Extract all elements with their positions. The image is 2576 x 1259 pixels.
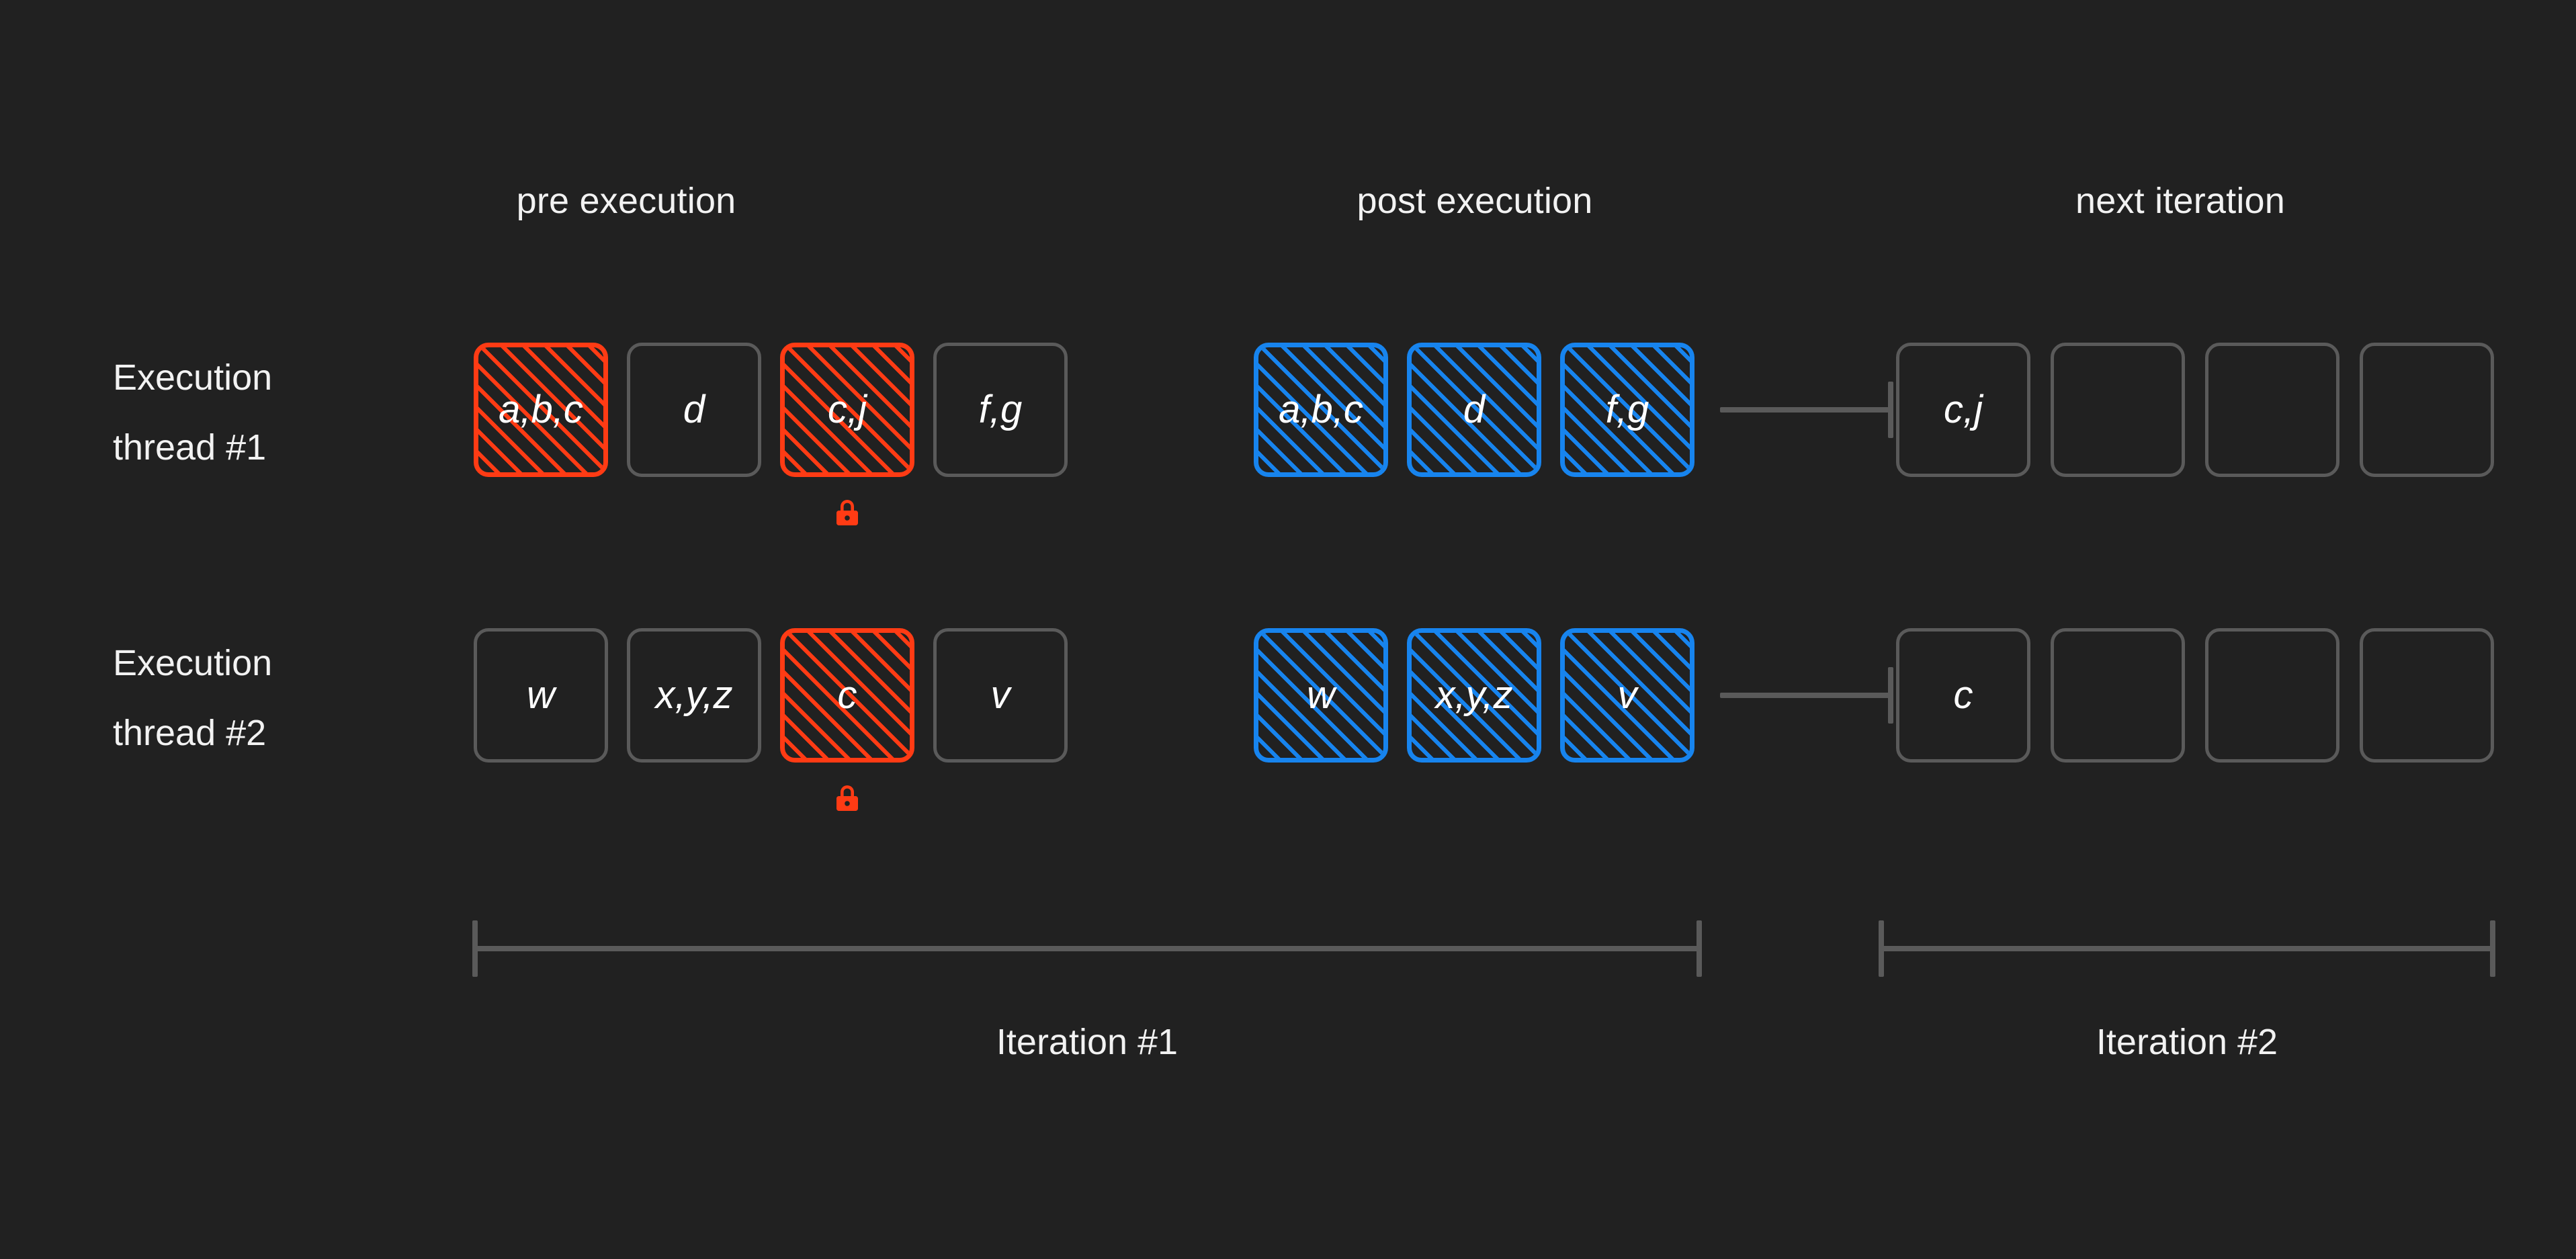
cell-thread2-pre-1[interactable]: x,y,z <box>627 628 761 763</box>
cell-thread1-next-1[interactable] <box>2051 343 2185 477</box>
cell-thread1-pre-2[interactable]: c,j <box>780 343 914 477</box>
bracket-line <box>1879 946 2495 951</box>
cell-label: x,y,z <box>1435 673 1513 717</box>
cell-label: a,b,c <box>499 388 583 431</box>
cell-label: v <box>1617 673 1637 717</box>
cell-thread1-next-0[interactable]: c,j <box>1896 343 2030 477</box>
lock-closed-icon <box>831 497 863 529</box>
cell-thread1-pre-1[interactable]: d <box>627 343 761 477</box>
connector-thread1 <box>1720 382 1893 438</box>
column-header-pre-execution: pre execution <box>516 181 736 221</box>
cell-label: w <box>1307 673 1335 717</box>
cell-thread2-post-1[interactable]: x,y,z <box>1407 628 1541 763</box>
cell-label: c,j <box>828 388 867 431</box>
connector-line <box>1720 407 1893 413</box>
row-label-thread-2-line1: Execution <box>113 643 273 683</box>
cell-thread1-next-3[interactable] <box>2360 343 2494 477</box>
cell-thread2-post-0[interactable]: w <box>1254 628 1388 763</box>
cell-label: c,j <box>1944 388 1983 431</box>
cell-thread2-pre-0[interactable]: w <box>474 628 608 763</box>
row-label-thread-1-line1: Execution <box>113 357 273 398</box>
cell-label: x,y,z <box>655 673 733 717</box>
iteration-1-bracket <box>472 920 1702 977</box>
cell-label: v <box>990 673 1011 717</box>
connector-end-cap <box>1888 667 1893 724</box>
cell-thread2-next-1[interactable] <box>2051 628 2185 763</box>
cell-label: f,g <box>1605 388 1649 431</box>
cell-thread2-next-0[interactable]: c <box>1896 628 2030 763</box>
cell-thread2-post-2[interactable]: v <box>1560 628 1694 763</box>
row-label-thread-2-line2: thread #2 <box>113 713 267 753</box>
cell-thread2-pre-2[interactable]: c <box>780 628 914 763</box>
cell-thread1-pre-3[interactable]: f,g <box>933 343 1068 477</box>
cell-thread1-post-2[interactable]: f,g <box>1560 343 1694 477</box>
connector-thread2 <box>1720 667 1893 724</box>
row-label-thread-2: Execution thread #2 <box>113 628 272 768</box>
iteration-2-label: Iteration #2 <box>2096 1022 2278 1062</box>
iteration-1-label: Iteration #1 <box>996 1022 1178 1062</box>
lock-closed-icon <box>831 783 863 815</box>
cell-label: c <box>1953 673 1973 717</box>
bracket-line <box>472 946 1702 951</box>
connector-line <box>1720 693 1893 698</box>
cell-thread1-pre-0[interactable]: a,b,c <box>474 343 608 477</box>
cell-label: c <box>837 673 857 717</box>
connector-end-cap <box>1888 382 1893 438</box>
cell-thread1-post-1[interactable]: d <box>1407 343 1541 477</box>
column-header-next-iteration: next iteration <box>2075 181 2285 221</box>
cell-thread1-next-2[interactable] <box>2205 343 2339 477</box>
cell-label: w <box>527 673 555 717</box>
row-label-thread-1-line2: thread #1 <box>113 427 267 468</box>
cell-thread1-post-0[interactable]: a,b,c <box>1254 343 1388 477</box>
column-header-post-execution: post execution <box>1357 181 1593 221</box>
cell-thread2-next-2[interactable] <box>2205 628 2339 763</box>
cell-label: d <box>1463 388 1486 431</box>
cell-thread2-pre-3[interactable]: v <box>933 628 1068 763</box>
bracket-end-cap-right <box>2490 920 2495 977</box>
bracket-end-cap-right <box>1697 920 1702 977</box>
row-label-thread-1: Execution thread #1 <box>113 343 272 482</box>
cell-label: d <box>683 388 705 431</box>
iteration-2-bracket <box>1879 920 2495 977</box>
cell-label: a,b,c <box>1279 388 1363 431</box>
cell-label: f,g <box>978 388 1023 431</box>
cell-thread2-next-3[interactable] <box>2360 628 2494 763</box>
